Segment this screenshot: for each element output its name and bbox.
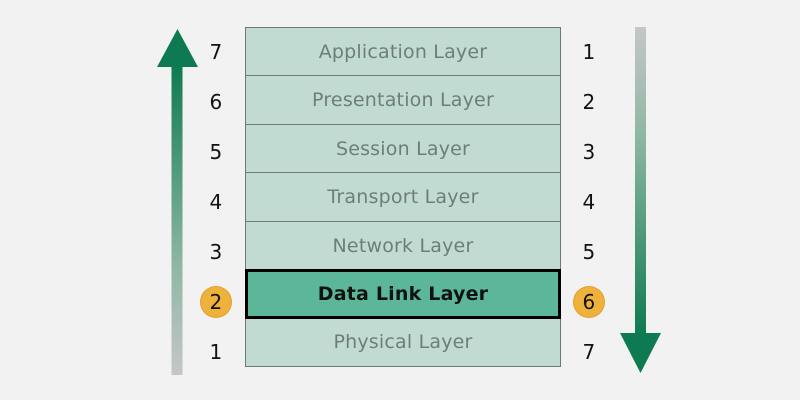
layer-label: Physical Layer bbox=[333, 331, 473, 354]
left-number-value: 1 bbox=[209, 340, 223, 364]
layer-row[interactable]: Session Layer bbox=[245, 123, 561, 174]
upward-arrow bbox=[156, 27, 200, 377]
right-number-cell-highlighted: 6 bbox=[567, 277, 611, 327]
layer-label: Data Link Layer bbox=[317, 283, 489, 306]
left-number-value: 3 bbox=[209, 240, 223, 264]
layer-label: Session Layer bbox=[335, 137, 471, 160]
right-number-value: 5 bbox=[582, 240, 596, 264]
layer-row[interactable]: Transport Layer bbox=[245, 172, 561, 223]
layer-label: Transport Layer bbox=[327, 186, 479, 209]
layer-row[interactable]: Network Layer bbox=[245, 220, 561, 271]
right-number-cell: 7 bbox=[567, 327, 611, 377]
left-number-value: 6 bbox=[209, 90, 223, 114]
left-number-cell: 5 bbox=[194, 127, 238, 177]
right-number-cell: 5 bbox=[567, 227, 611, 277]
left-number-cell: 1 bbox=[194, 327, 238, 377]
layer-label: Network Layer bbox=[332, 234, 474, 257]
downward-arrow bbox=[619, 27, 663, 375]
layer-row[interactable]: Presentation Layer bbox=[245, 75, 561, 126]
right-number-value: 3 bbox=[582, 140, 596, 164]
right-number-cell: 3 bbox=[567, 127, 611, 177]
left-number-cell: 6 bbox=[194, 77, 238, 127]
right-number-value: 4 bbox=[582, 190, 596, 214]
right-number-value: 7 bbox=[582, 340, 596, 364]
right-number-column: 1 2 3 4 5 6 7 bbox=[567, 27, 611, 377]
left-number-value: 7 bbox=[209, 40, 223, 64]
layer-row-highlighted[interactable]: Data Link Layer bbox=[245, 269, 561, 320]
left-number-column: 7 6 5 4 3 2 1 bbox=[194, 27, 238, 377]
layer-row[interactable]: Physical Layer bbox=[245, 317, 561, 368]
layer-label: Application Layer bbox=[318, 41, 488, 63]
right-number-cell: 4 bbox=[567, 177, 611, 227]
left-number-cell: 7 bbox=[194, 27, 238, 77]
right-number-cell: 2 bbox=[567, 77, 611, 127]
layer-label: Presentation Layer bbox=[312, 89, 494, 112]
right-number-value: 1 bbox=[582, 40, 596, 64]
left-number-cell-highlighted: 2 bbox=[194, 277, 238, 327]
left-number-cell: 4 bbox=[194, 177, 238, 227]
layer-row[interactable]: Application Layer bbox=[245, 27, 561, 77]
left-number-cell: 3 bbox=[194, 227, 238, 277]
right-number-badge bbox=[574, 287, 604, 317]
layer-stack: Application Layer Presentation Layer Ses… bbox=[245, 27, 561, 377]
left-number-value: 5 bbox=[209, 140, 223, 164]
right-number-cell: 1 bbox=[567, 27, 611, 77]
left-number-value: 4 bbox=[209, 190, 223, 214]
left-number-badge bbox=[201, 287, 231, 317]
right-number-value: 6 bbox=[582, 290, 596, 314]
right-number-value: 2 bbox=[582, 90, 596, 114]
left-number-value: 2 bbox=[209, 290, 223, 314]
